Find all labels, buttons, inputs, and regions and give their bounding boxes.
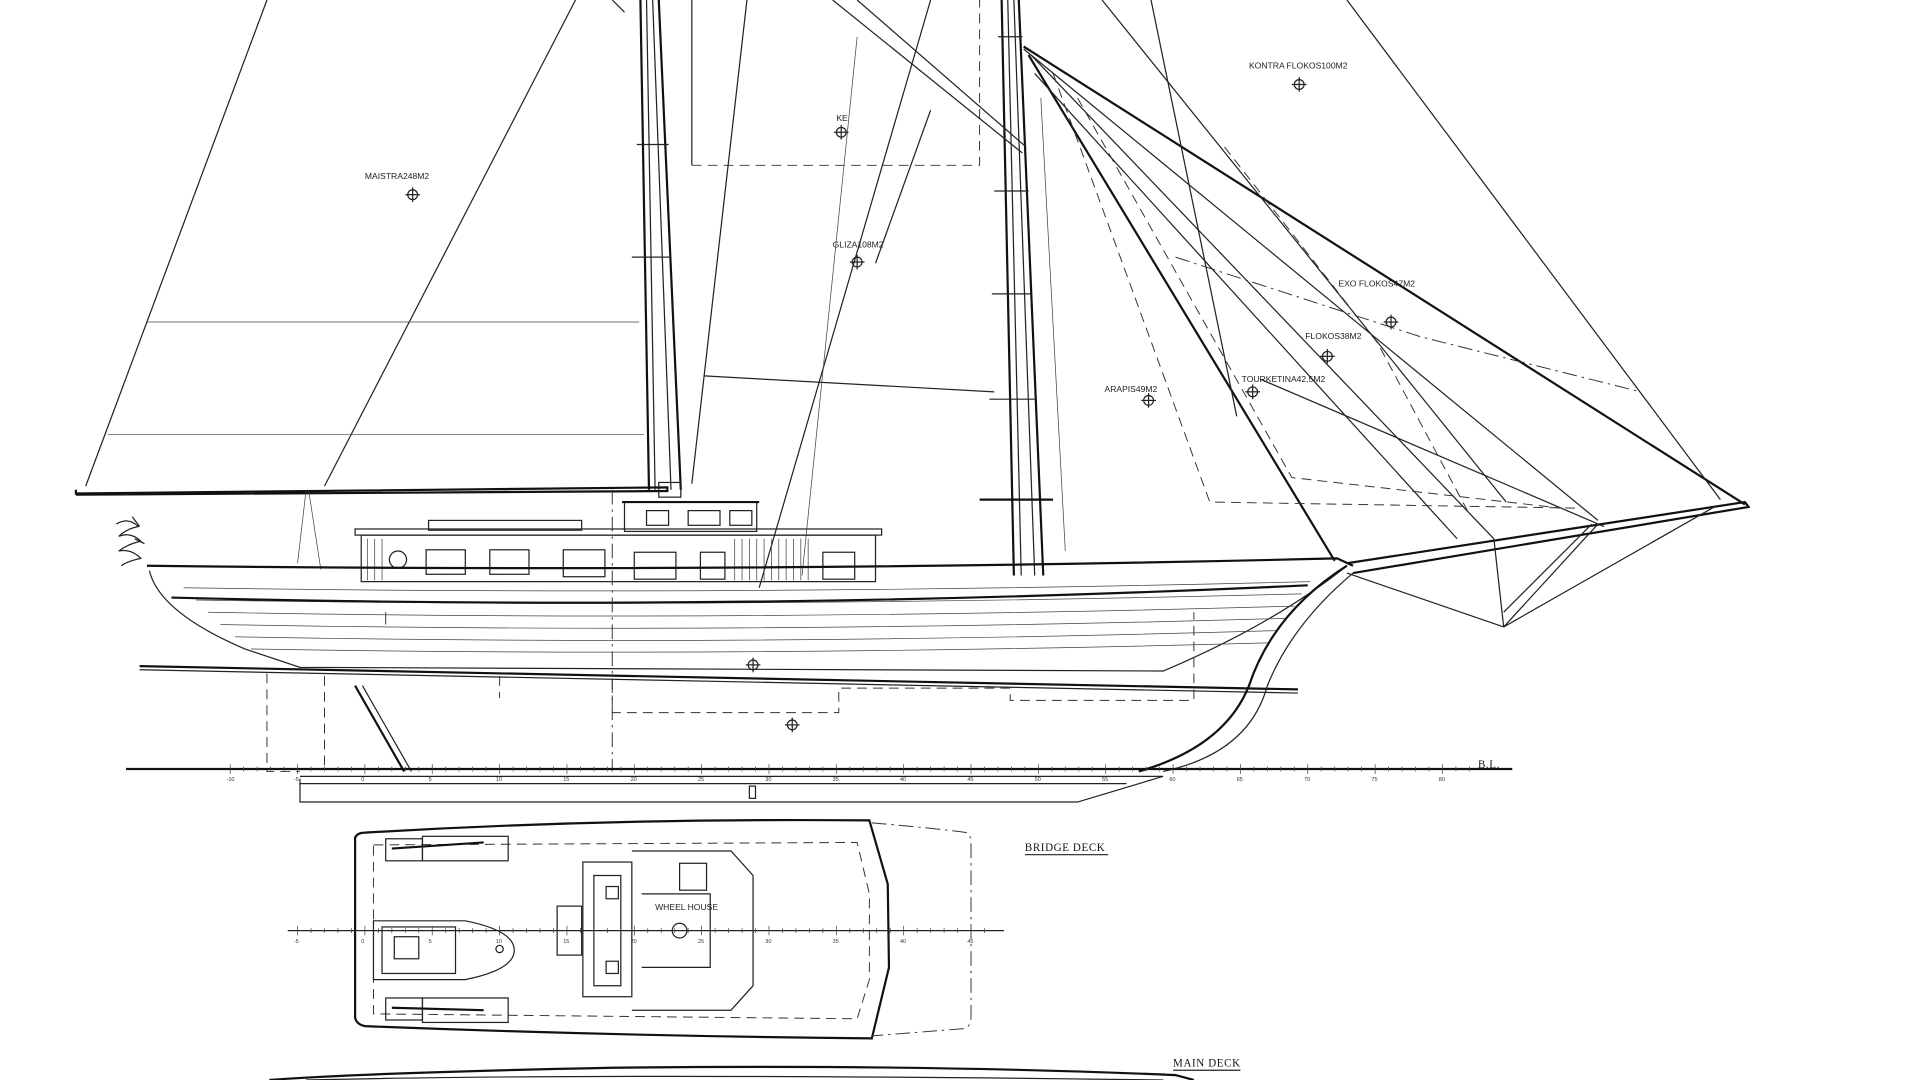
ruler-tick-label: 30 [765,777,771,783]
label-maistra: MAISTRA248M2 [365,171,429,181]
wheel-house-label: WHEEL HOUSE [655,902,718,912]
crosshair-icon [1244,383,1261,400]
label-ke: KE [836,113,848,123]
bridge-deck-plan: WHEEL HOUSE -5 0 5 10 15 20 25 30 35 40 45 BRIDGE … [287,818,1109,1040]
ruler-tick-label: 45 [967,777,973,783]
ruler-tick-label: 65 [1237,777,1243,783]
ruler-tick-label: 30 [765,939,771,945]
ruler-tick-label: 10 [496,939,502,945]
label-gliza: GLIZA108M2 [833,239,884,249]
ruler-tick-label: 60 [1169,777,1175,783]
main-deck-title: MAIN DECK [1173,1058,1241,1070]
ruler-tick-label: 15 [563,777,569,783]
tender-dinghy [372,920,515,981]
main-mast [631,0,682,498]
crosshair-icon [1291,76,1308,93]
ruler-tick-label: 55 [1102,777,1108,783]
ruler-tick-label: 20 [631,777,637,783]
baseline-ruler: -10 -5 0 5 10 15 20 25 30 35 40 45 50 55 60 65 70 75 80 B.… [126,759,1513,803]
ruler-tick-label: 10 [496,777,502,783]
label-tourketina: TOURKETINA42.5M2 [1242,374,1326,384]
ruler-tick-label: 25 [698,939,704,945]
headsails [1023,0,1746,562]
crosshair-icon [404,186,421,203]
bowsprit [1346,500,1751,628]
label-exo-flokos: EXO FLOKOS47M2 [1338,279,1415,289]
ruler-tick-label: 80 [1439,777,1445,783]
rigging [74,0,1751,628]
stern-ornament [116,516,145,567]
ruler-tick-label: 5 [429,777,432,783]
label-flokos: FLOKOS38M2 [1305,331,1361,341]
main-deck-plan: MAIN DECK [269,1058,1241,1080]
ruler-tick-label: 20 [631,939,637,945]
ruler-tick-label: 0 [361,777,364,783]
ruler-tick-label: -5 [294,939,299,945]
ruler-tick-label: 70 [1304,777,1310,783]
ruler-tick-label: 50 [1035,777,1041,783]
ruler-tick-label: 15 [563,939,569,945]
ruler-tick-label: 40 [900,777,906,783]
bridge-deck-title: BRIDGE DECK [1025,842,1105,854]
crosshair-icon [784,716,801,733]
crosshair-icon [849,254,866,271]
ruler-tick-label: -10 [227,777,235,783]
hull-profile [116,489,1354,773]
ruler-tick-label: 40 [900,939,906,945]
crosshair-icon [1383,314,1399,331]
ruler-tick-label: 45 [967,939,973,945]
baseline-label: B.L. [1478,759,1500,771]
crosshair-icon [1319,348,1336,365]
ruler-tick-label: 5 [429,939,432,945]
ruler-tick-label: 35 [833,939,839,945]
label-kontra-flokos: KONTRA FLOKOS100M2 [1249,61,1348,71]
ruler-tick-label: -5 [294,777,299,783]
ruler-tick-label: 35 [833,777,839,783]
ruler-tick-label: 25 [698,777,704,783]
label-arapis: ARAPIS49M2 [1104,384,1157,394]
deckhouse [354,500,883,583]
sail-labels: KONTRA FLOKOS100M2 KE MAISTRA248M2 GLIZA… [365,61,1415,409]
main-sail [74,0,669,570]
fore-mast [979,0,1054,576]
crosshair-icon [1140,392,1157,409]
crosshair-icon [745,656,762,673]
fore-sail [691,0,1066,588]
ruler-tick-label: 0 [361,939,364,945]
ruler-tick-label: 75 [1371,777,1377,783]
crosshair-icon [833,124,850,141]
porthole [388,550,408,569]
